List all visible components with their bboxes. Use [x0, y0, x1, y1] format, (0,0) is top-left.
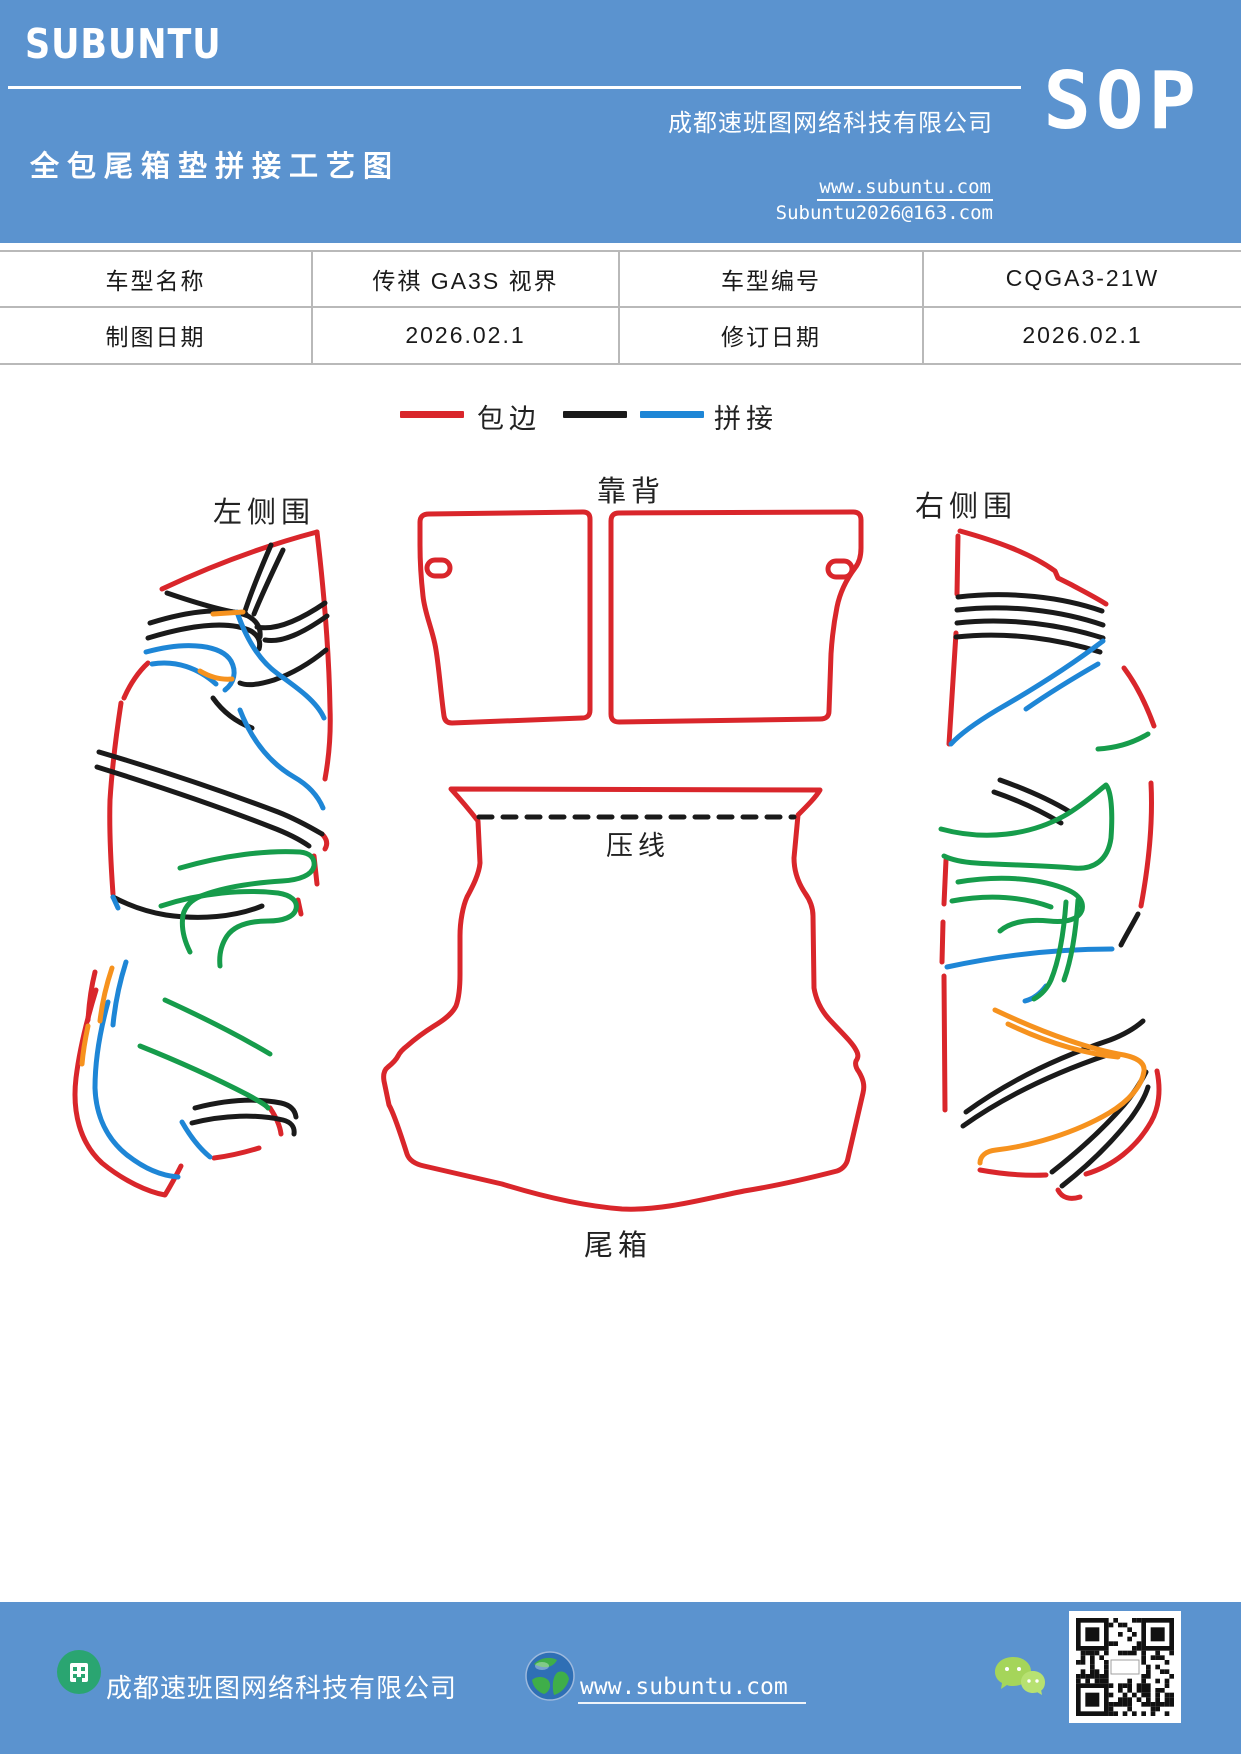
left-orange-splices — [79, 609, 246, 1067]
legend-splice-label: 拼接 — [714, 404, 778, 434]
backrest-right-slot — [825, 558, 855, 580]
cell-draw-date-value: 2026.02.1 — [313, 307, 620, 363]
left-side-group — [72, 529, 333, 1198]
header-divider — [8, 86, 1021, 89]
right-black-splices — [953, 592, 1151, 1189]
vehicle-info-table: 车型名称 传祺 GA3S 视界 车型编号 CQGA3-21W 制图日期 2026… — [0, 250, 1241, 365]
right-orange-splices — [977, 1007, 1147, 1166]
building-icon — [57, 1650, 101, 1694]
label-right-side: 右侧围 — [915, 491, 1018, 523]
label-press-line: 压线 — [606, 831, 670, 861]
label-backrest: 靠背 — [597, 476, 666, 508]
left-blue-splices — [92, 609, 327, 1180]
cell-draw-date-label: 制图日期 — [0, 307, 313, 363]
right-side-group — [938, 528, 1162, 1201]
footer-website-link[interactable]: www.subuntu.com — [578, 1674, 806, 1704]
cell-model-name-value: 传祺 GA3S 视界 — [313, 252, 620, 308]
cell-revise-date-label: 修订日期 — [620, 307, 924, 363]
email-address: Subuntu2026@163.com — [775, 202, 993, 224]
sop-badge: SOP — [1043, 55, 1201, 147]
left-green-splices — [137, 849, 317, 1111]
left-black-splices — [94, 542, 330, 1137]
website-link[interactable]: www.subuntu.com — [817, 176, 993, 201]
wechat-icon — [995, 1657, 1045, 1695]
backrest-left-panel — [417, 509, 593, 726]
globe-icon — [525, 1651, 575, 1701]
cell-model-code-value: CQGA3-21W — [924, 252, 1241, 308]
trunk-outline — [381, 786, 867, 1212]
label-left-side: 左侧围 — [213, 497, 316, 529]
page-title: 全包尾箱垫拼接工艺图 — [30, 151, 401, 183]
cell-model-name-label: 车型名称 — [0, 252, 313, 308]
label-trunk: 尾箱 — [584, 1230, 653, 1262]
right-red-edges — [939, 528, 1162, 1201]
backrest-right-panel — [608, 509, 864, 725]
cell-revise-date-value: 2026.02.1 — [924, 307, 1241, 363]
header-banner: SUBUNTU 成都速班图网络科技有限公司 全包尾箱垫拼接工艺图 www.sub… — [0, 0, 1241, 243]
qr-code — [1069, 1611, 1181, 1723]
company-name: 成都速班图网络科技有限公司 — [668, 110, 993, 137]
legend-binding-label: 包边 — [477, 404, 541, 434]
legend-binding-swatch — [400, 411, 464, 418]
right-blue-splices — [944, 638, 1115, 1004]
pattern-diagram — [72, 509, 1162, 1212]
legend-splice-blue-swatch — [640, 411, 704, 418]
cell-model-code-label: 车型编号 — [620, 252, 924, 308]
backrest-left-slot — [424, 557, 453, 579]
footer-company-name: 成都速班图网络科技有限公司 — [106, 1673, 458, 1703]
legend-splice-black-swatch — [563, 411, 627, 418]
right-green-splices — [938, 731, 1151, 1002]
brand-logo: SUBUNTU — [25, 20, 222, 68]
